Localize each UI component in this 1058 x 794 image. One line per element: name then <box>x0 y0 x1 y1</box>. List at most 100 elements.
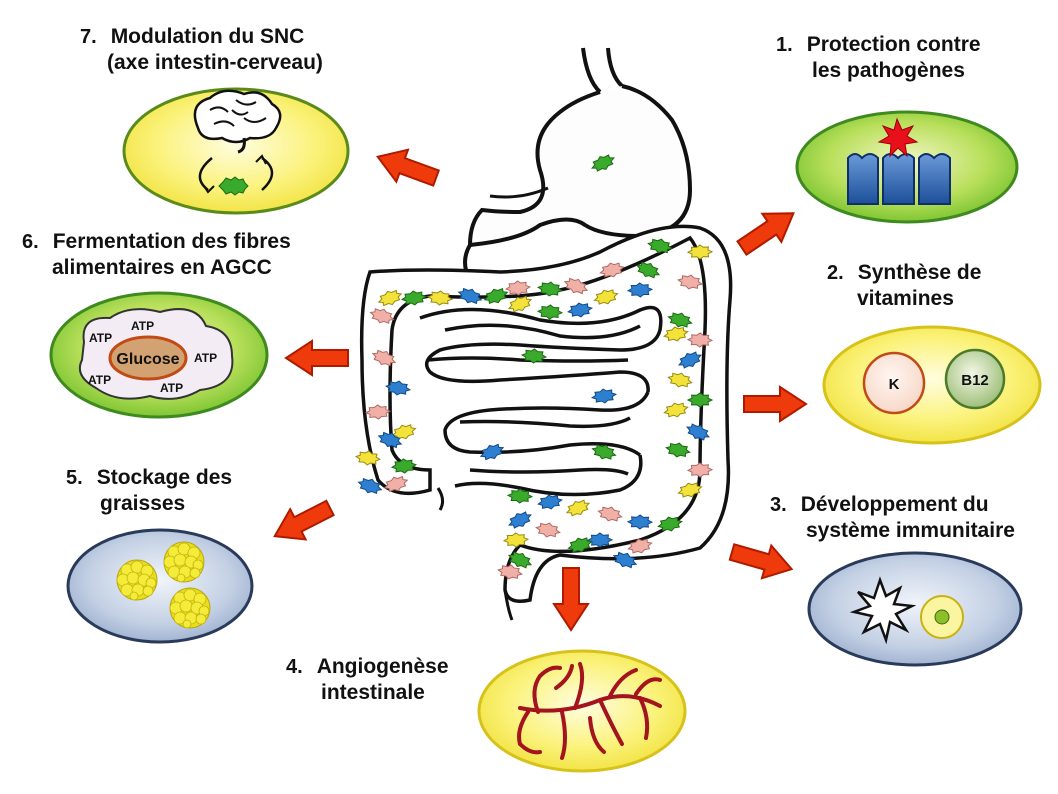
glucose-node <box>108 335 188 381</box>
label-subtitle: vitamines <box>857 287 954 310</box>
bacterium-icon <box>377 289 403 307</box>
bacterium-icon <box>663 402 689 418</box>
label-number: 1. <box>776 34 793 56</box>
bacterium-icon <box>663 326 689 342</box>
bacterium-icon <box>677 482 703 498</box>
epithelium-icon <box>847 153 951 205</box>
dendritic-cell-icon <box>849 576 917 645</box>
bacterium-icon <box>627 538 653 554</box>
bacterium-icon <box>506 488 534 504</box>
digestive-tract <box>359 47 733 621</box>
bacterium-icon <box>535 522 561 538</box>
bacterium-icon <box>502 532 530 548</box>
fat-storage-panel <box>66 528 254 644</box>
bacterium-icon <box>507 551 533 569</box>
label-subtitle: les pathogènes <box>812 59 965 82</box>
bacterium-icon <box>520 348 548 364</box>
adipocyte-icon <box>116 559 158 601</box>
label-subtitle: alimentaires en AGCC <box>52 256 272 279</box>
label-pathogens: 1. Protection contre les pathogènes <box>776 32 981 84</box>
label-subtitle: graisses <box>100 492 186 515</box>
vitamins-panel: K B12 <box>822 325 1042 445</box>
adipocyte-icon <box>163 541 205 583</box>
bacterium-icon <box>384 380 412 396</box>
vitamin-k-label: K <box>889 376 900 393</box>
label-fat: 5. Stockage des graisses <box>66 465 232 517</box>
label-title: Synthèse de <box>857 261 982 284</box>
vitamin-b12-node <box>944 348 1006 410</box>
atp-label: ATP <box>88 373 111 387</box>
adipocyte-icon <box>169 587 211 629</box>
label-subtitle: intestinale <box>321 681 425 704</box>
bacterium-icon <box>686 462 714 478</box>
bacterium-icon <box>567 537 593 553</box>
bacterium-icon <box>371 349 397 367</box>
bacterium-icon <box>586 532 614 548</box>
arrow-to-angiogenesis <box>553 567 589 631</box>
bacterium-icon <box>390 458 418 474</box>
label-title: Développement du <box>800 493 989 516</box>
immune-panel <box>807 551 1023 667</box>
vitamin-b12-label: B12 <box>961 372 989 389</box>
label-subtitle: (axe intestin-cerveau) <box>107 51 323 74</box>
label-immune: 3.Développement du système immunitaire <box>770 492 1015 544</box>
bacterium-icon <box>665 442 691 458</box>
bacterium-icon <box>685 423 711 441</box>
stomach <box>467 84 693 248</box>
label-title: Protection contre <box>806 33 981 56</box>
bacterium-icon <box>354 450 382 466</box>
label-number: 2. <box>827 262 844 284</box>
label-number: 7. <box>80 26 97 48</box>
label-fermentation: 6. Fermentation des fibres alimentaires e… <box>22 229 291 281</box>
bacterium-icon <box>597 506 623 522</box>
bacterium-icon <box>677 274 703 290</box>
bacterium-icon <box>218 176 249 196</box>
label-number: 6. <box>22 231 39 253</box>
fermentation-panel: Glucose ATP ATP ATP ATP ATP <box>49 291 269 419</box>
bacterium-icon <box>357 478 383 494</box>
atp-label: ATP <box>89 331 112 345</box>
label-vitamins: 2. Synthèse de vitamines <box>827 260 981 312</box>
label-title: Angiogenèse <box>316 655 449 678</box>
bacterium-icon <box>536 304 564 320</box>
bacterium-icon <box>566 302 594 318</box>
pathogens-panel <box>795 110 1019 224</box>
label-title: Stockage des <box>96 466 233 489</box>
label-number: 4. <box>286 656 303 678</box>
bacterium-icon <box>364 404 392 420</box>
bacterium-icon <box>599 262 625 278</box>
bacterium-icon <box>667 372 693 388</box>
bacterium-icon <box>612 551 638 569</box>
bacterium-icon <box>626 282 654 298</box>
snc-panel <box>122 87 350 215</box>
arrow-to-snc <box>370 139 443 195</box>
bacterium-icon <box>426 290 454 306</box>
bacterium-icon <box>647 238 673 254</box>
bacterium-icon <box>657 516 683 532</box>
bacterium-icon <box>504 280 532 296</box>
bacterium-icon <box>537 494 563 510</box>
bacterium-icon <box>686 332 714 348</box>
atp-label: ATP <box>160 381 183 395</box>
brain-icon <box>193 89 282 154</box>
bacterium-icon <box>457 287 483 305</box>
bacterium-icon <box>483 288 509 304</box>
arrow-to-fermentation <box>285 340 349 376</box>
label-angiogenesis: 4. Angiogenèse intestinale <box>286 654 449 706</box>
bacterium-icon <box>686 244 714 260</box>
angiogenesis-panel <box>477 649 687 773</box>
bacteria-layer <box>354 154 714 580</box>
arrow-to-fat <box>266 491 339 553</box>
glucose-label: Glucose <box>116 351 179 368</box>
atp-label: ATP <box>194 351 217 365</box>
label-title: Fermentation des fibres <box>52 230 291 253</box>
bacterium-icon <box>677 351 703 369</box>
label-title: Modulation du SNC <box>110 25 305 48</box>
bacterium-icon <box>479 443 505 461</box>
arrow-to-pathogens <box>731 198 804 264</box>
bacterium-icon <box>593 289 619 305</box>
label-number: 5. <box>66 467 83 489</box>
arrow-to-vitamins <box>743 386 807 422</box>
bacterium-icon <box>686 392 714 408</box>
